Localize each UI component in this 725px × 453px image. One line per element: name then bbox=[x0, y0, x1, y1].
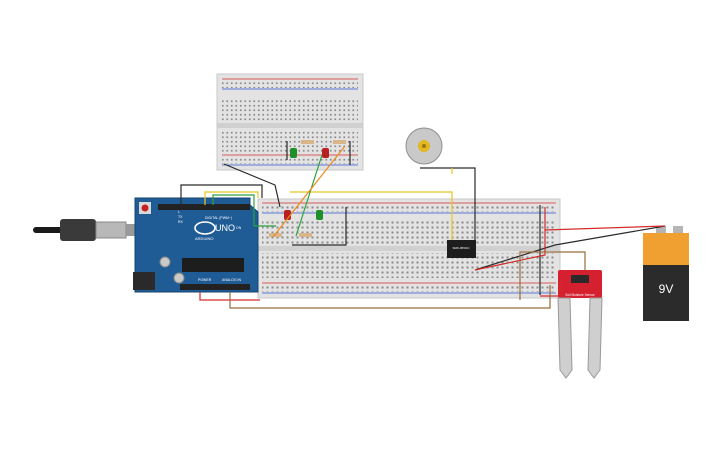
wire-red-1 bbox=[199, 292, 260, 301]
wire-brown-1 bbox=[229, 285, 551, 309]
arduino-power-label: POWER bbox=[198, 278, 212, 282]
wire-black-1 bbox=[180, 184, 263, 205]
wires bbox=[180, 141, 666, 309]
arduino-l-label: L bbox=[178, 210, 180, 214]
red-led-small-breadboard[interactable] bbox=[322, 148, 329, 158]
wire-green-2 bbox=[295, 154, 323, 237]
resistor-small-1[interactable] bbox=[301, 140, 314, 144]
arduino-on-label: ON bbox=[236, 226, 242, 230]
wire-black-6 bbox=[420, 167, 476, 240]
wire-black-2 bbox=[223, 163, 281, 208]
resistor-small-2[interactable] bbox=[333, 140, 346, 144]
green-led-main-breadboard[interactable] bbox=[316, 210, 323, 220]
sensor-label: Soil Moisture Sensor bbox=[565, 293, 595, 297]
relay-module[interactable]: SRD-05VDC bbox=[447, 240, 476, 258]
wire-yellow-1 bbox=[204, 191, 259, 205]
wire-brown-2 bbox=[519, 251, 586, 300]
wire-red-2 bbox=[474, 207, 546, 271]
arduino-brand-label: ARDUINO bbox=[195, 236, 213, 241]
9v-battery[interactable]: 9V bbox=[643, 226, 689, 321]
red-led-main-breadboard[interactable] bbox=[284, 210, 291, 220]
dc-motor[interactable] bbox=[405, 127, 443, 165]
wire-red-4 bbox=[540, 282, 561, 297]
wire-orange-1 bbox=[272, 145, 346, 238]
main-breadboard[interactable] bbox=[257, 198, 561, 299]
wire-black-7 bbox=[474, 225, 666, 271]
resistor-main-1[interactable] bbox=[269, 233, 282, 237]
arduino-rx-label: RX bbox=[178, 220, 184, 224]
green-led-small-breadboard[interactable] bbox=[290, 148, 297, 158]
resistor-main-2[interactable] bbox=[299, 233, 312, 237]
usb-cable[interactable] bbox=[33, 219, 136, 241]
soil-moisture-sensor[interactable]: Soil Moisture Sensor bbox=[557, 270, 603, 379]
arduino-uno-board[interactable]: UNO ARDUINO DIGITAL (PWM~) POWER ANALOG … bbox=[133, 197, 259, 293]
arduino-uno-label: UNO bbox=[215, 223, 235, 233]
wire-red-3 bbox=[544, 225, 666, 231]
arduino-digital-label: DIGITAL (PWM~) bbox=[205, 216, 232, 220]
arduino-tx-label: TX bbox=[178, 215, 183, 219]
wire-yellow-2 bbox=[290, 191, 453, 240]
wire-green-1 bbox=[212, 194, 276, 227]
relay-label: SRD-05VDC bbox=[452, 246, 470, 250]
arduino-analog-label: ANALOG IN bbox=[222, 278, 242, 282]
battery-label: 9V bbox=[659, 282, 674, 296]
wire-black-5 bbox=[292, 207, 347, 246]
